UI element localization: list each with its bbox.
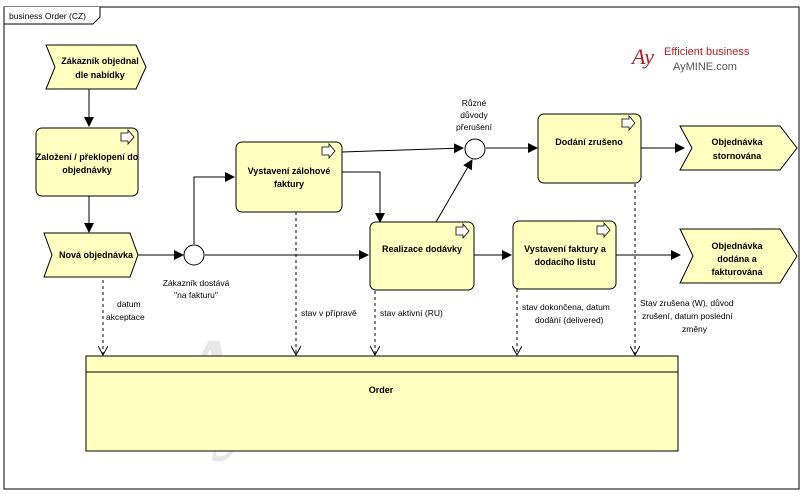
node-line: Dodání zrušeno	[555, 137, 623, 147]
label-line: akceptace	[106, 312, 145, 322]
node-line: Objednávka	[711, 137, 763, 147]
node-line: fakturována	[711, 267, 763, 277]
node-line: Realizace dodávky	[382, 244, 462, 254]
node-line: Založení / překlopení do	[36, 152, 139, 162]
svg-text:Dodání zrušeno: Dodání zrušeno	[555, 137, 623, 147]
event-new-order[interactable]: Nová objednávka	[43, 232, 139, 278]
logo-line1: Efficient business	[664, 46, 750, 58]
label-line: Různé	[462, 98, 487, 108]
task-invoice-delivery-note[interactable]: Vystavení faktury a dodacího listu	[512, 220, 617, 290]
task-create-order[interactable]: Založení / překlopení do objednávky	[35, 127, 139, 197]
label-line: dodání (delivered)	[535, 315, 604, 325]
logo-line2: AyMINE.com	[673, 61, 737, 73]
node-line: Order	[369, 385, 394, 395]
process-icon	[621, 114, 636, 132]
gateway-interruption-label: Různé důvody přerušení	[456, 98, 493, 132]
state-done-label: stav dokončena, datum dodání (delivered)	[522, 302, 610, 325]
process-icon	[120, 128, 135, 146]
state-cancel-label: Stav zrušena (W), důvod zrušení, datum po…	[640, 298, 734, 334]
gateway-invoice-label: Zákazník dostává "na fakturu"	[163, 278, 230, 300]
gateway-interruption[interactable]	[464, 138, 486, 160]
frame-title: business Order (CZ)	[9, 11, 86, 21]
node-line: dodána a	[717, 254, 758, 264]
task-advance-invoice[interactable]: Vystavení zálohové faktury	[235, 141, 343, 213]
task-delivery-cancelled[interactable]: Dodání zrušeno	[537, 113, 642, 184]
event-customer-ordered[interactable]: Zákazník objednal dle nabídky	[45, 44, 147, 90]
logo: Ay Efficient business AyMINE.com	[630, 44, 750, 73]
node-line: faktury	[274, 179, 304, 189]
state-active-label: stav aktivní (RU)	[380, 308, 443, 318]
data-object-order[interactable]: Order	[85, 355, 679, 452]
event-order-cancelled[interactable]: Objednávka stornována	[679, 125, 798, 171]
svg-text:Realizace dodávky: Realizace dodávky	[382, 244, 462, 254]
gateway-invoice[interactable]	[183, 244, 205, 266]
label-line: "na fakturu"	[174, 290, 218, 300]
label-line: důvody	[460, 110, 488, 120]
label-line: Zákazník dostává	[163, 278, 230, 288]
event-order-delivered[interactable]: Objednávka dodána a fakturována	[679, 228, 798, 284]
node-line: Vystavení zálohové	[248, 166, 331, 176]
label-line: zrušení, datum poslední	[642, 311, 733, 321]
svg-text:Nová objednávka: Nová objednávka	[59, 250, 134, 260]
node-line: Objednávka	[711, 241, 763, 251]
label-line: stav dokončena, datum	[522, 302, 610, 312]
label-line: stav aktivní (RU)	[380, 308, 443, 318]
label-line: změny	[682, 324, 708, 334]
node-line: Vystavení faktury a	[524, 244, 607, 254]
svg-text:Order: Order	[369, 385, 394, 395]
label-line: Stav zrušena (W), důvod	[640, 298, 734, 308]
node-line: dodacího listu	[534, 257, 595, 267]
label-line: přerušení	[456, 122, 493, 132]
logo-mark: Ay	[630, 44, 654, 69]
process-icon	[596, 221, 611, 239]
state-prep-label: stav v přípravě	[301, 308, 357, 318]
state-accept-label: datum akceptace	[106, 299, 145, 322]
task-realize-delivery[interactable]: Realizace dodávky	[369, 221, 475, 291]
frame-title-tab	[3, 7, 101, 25]
node-line: Nová objednávka	[59, 250, 134, 260]
label-line: datum	[117, 299, 141, 309]
node-line: objednávky	[62, 165, 112, 175]
node-line: Zákazník objednal	[61, 56, 139, 66]
process-icon	[321, 142, 336, 160]
label-line: stav v přípravě	[301, 308, 357, 318]
node-line: stornována	[713, 151, 763, 161]
node-line: dle nabídky	[75, 70, 125, 80]
process-icon	[455, 222, 470, 240]
